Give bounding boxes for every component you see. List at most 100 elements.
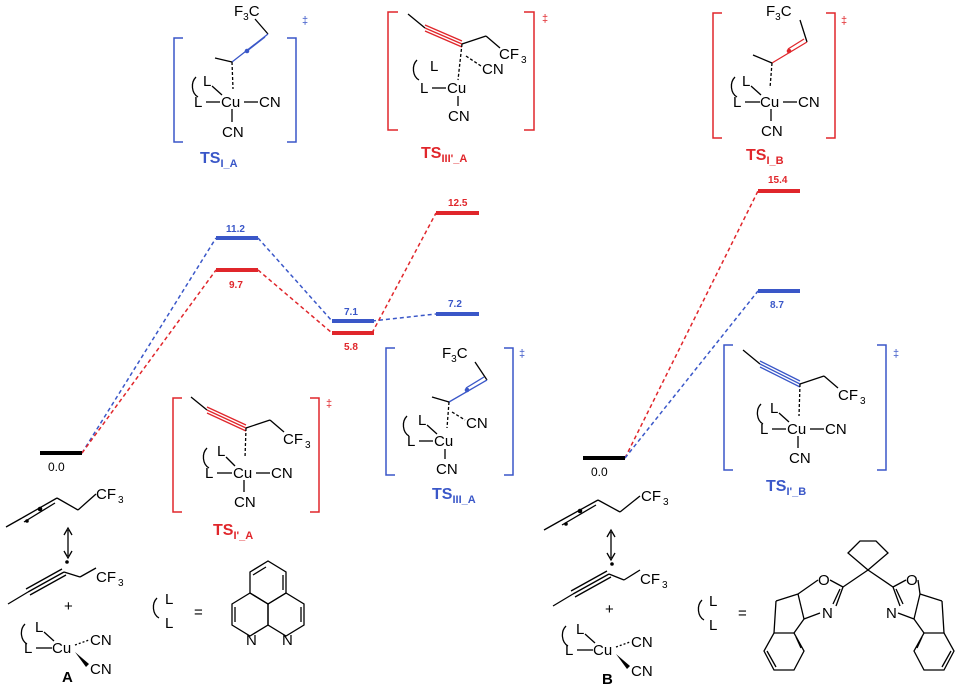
label-ts-ib: TSI_B bbox=[746, 147, 784, 167]
svg-text:L: L bbox=[770, 400, 778, 417]
svg-text:L: L bbox=[205, 465, 213, 482]
svg-text:L: L bbox=[165, 615, 173, 632]
svg-text:F3C: F3C bbox=[766, 3, 792, 23]
svg-text:L: L bbox=[194, 94, 202, 111]
energy-int-red: 5.8 bbox=[344, 342, 358, 353]
svg-text:L: L bbox=[742, 73, 750, 90]
svg-text:L: L bbox=[407, 433, 415, 450]
svg-text:CN: CN bbox=[761, 123, 783, 140]
bracket-right bbox=[287, 37, 297, 143]
svg-text:+: + bbox=[64, 598, 73, 615]
svg-text:N: N bbox=[282, 632, 293, 649]
connector-right-blue bbox=[371, 313, 437, 322]
svg-text:3: 3 bbox=[118, 495, 124, 506]
svg-text:L: L bbox=[733, 94, 741, 111]
energy-int-blue: 7.1 bbox=[344, 307, 358, 318]
svg-text:Cu: Cu bbox=[434, 433, 453, 450]
svg-text:=: = bbox=[738, 605, 747, 622]
bracket-left bbox=[173, 37, 183, 143]
svg-text:Cu: Cu bbox=[233, 465, 252, 482]
svg-text:N: N bbox=[822, 605, 833, 622]
svg-text:L: L bbox=[709, 617, 717, 634]
svg-text:L: L bbox=[203, 73, 211, 90]
ts-iiipa-structure: ‡ CF 3 CN L L Cu CN TSIII'_A bbox=[387, 11, 548, 165]
ts-ipa-structure: ‡ CF 3 L L Cu CN CN TSI'_A bbox=[172, 396, 332, 542]
energy-ts-iiia: 7.2 bbox=[448, 299, 462, 310]
svg-text:‡: ‡ bbox=[841, 15, 847, 27]
svg-text:3: 3 bbox=[860, 396, 866, 407]
svg-text:=: = bbox=[194, 604, 203, 621]
svg-text:Cu: Cu bbox=[52, 640, 71, 657]
energy-values: 0.0 11.2 9.7 7.1 5.8 12.5 7.2 0.0 15.4 8… bbox=[48, 175, 788, 479]
svg-text:CF: CF bbox=[283, 431, 303, 448]
svg-text:N: N bbox=[246, 632, 257, 649]
svg-text:CN: CN bbox=[222, 124, 244, 141]
svg-text:3: 3 bbox=[663, 497, 669, 508]
svg-text:L: L bbox=[420, 80, 428, 97]
svg-text:L: L bbox=[709, 593, 717, 610]
svg-text:CN: CN bbox=[631, 663, 653, 680]
svg-text:Cu: Cu bbox=[760, 94, 779, 111]
ligand-box: L L = O N O N bbox=[697, 540, 955, 671]
svg-text:Cu: Cu bbox=[787, 421, 806, 438]
svg-text:‡: ‡ bbox=[542, 13, 548, 25]
svg-text:3: 3 bbox=[521, 55, 527, 66]
svg-text:N: N bbox=[886, 605, 897, 622]
svg-text:L: L bbox=[165, 591, 173, 608]
connector-left-red bbox=[81, 269, 217, 454]
svg-text:+: + bbox=[605, 601, 614, 618]
connector-b-red bbox=[624, 190, 759, 459]
svg-text:CN: CN bbox=[234, 494, 256, 511]
svg-text:CF: CF bbox=[96, 569, 116, 586]
svg-text:‡: ‡ bbox=[519, 348, 525, 360]
svg-text:CF: CF bbox=[96, 486, 116, 503]
svg-text:L: L bbox=[418, 412, 426, 429]
svg-text:Cu: Cu bbox=[593, 642, 612, 659]
svg-text:L: L bbox=[760, 421, 768, 438]
reactants-a: CF 3 CF 3 + L L Cu CN CN A bbox=[5, 486, 124, 686]
ligand-phen: L L = N N bbox=[152, 560, 305, 649]
energy-left-start: 0.0 bbox=[48, 460, 65, 474]
svg-text:L: L bbox=[24, 640, 32, 657]
svg-text:CF: CF bbox=[640, 571, 660, 588]
energy-ts-ia: 11.2 bbox=[226, 224, 245, 235]
svg-text:L: L bbox=[217, 443, 225, 460]
energy-ts-ipb: 8.7 bbox=[770, 300, 784, 311]
svg-text:O: O bbox=[906, 572, 918, 589]
connector-b-blue bbox=[624, 290, 759, 459]
svg-text:‡: ‡ bbox=[326, 398, 332, 410]
ts-ib-structure: ‡ F3C L L Cu CN CN TSI_B bbox=[712, 3, 847, 167]
svg-text:CN: CN bbox=[825, 421, 847, 438]
label-complex-b: B bbox=[602, 671, 613, 688]
svg-text:Cu: Cu bbox=[447, 80, 466, 97]
label-ts-iiia: TSIII_A bbox=[432, 486, 476, 506]
svg-text:Cu: Cu bbox=[221, 94, 240, 111]
svg-text:CN: CN bbox=[631, 634, 653, 651]
energy-right-start: 0.0 bbox=[591, 465, 608, 479]
label-ts-ipb: TSI'_B bbox=[766, 478, 806, 498]
levels bbox=[40, 189, 800, 460]
label-complex-a: A bbox=[62, 669, 73, 686]
connector-mid-blue bbox=[257, 237, 333, 322]
connector-left-blue bbox=[81, 237, 217, 454]
energy-ts-ipa: 9.7 bbox=[229, 280, 243, 291]
dagger: ‡ bbox=[302, 15, 308, 27]
label-ts-ia: TSI_A bbox=[200, 150, 238, 170]
connectors bbox=[81, 190, 759, 459]
svg-text:CF: CF bbox=[499, 46, 519, 63]
ts-iiia-structure: ‡ F3C CN L L Cu CN TSIII_A bbox=[385, 345, 525, 506]
energy-ts-iiipa: 12.5 bbox=[448, 198, 468, 209]
svg-text:CN: CN bbox=[436, 461, 458, 478]
svg-text:L: L bbox=[35, 619, 43, 636]
svg-text:F3C: F3C bbox=[442, 345, 468, 365]
svg-text:CN: CN bbox=[789, 450, 811, 467]
connector-right-red bbox=[371, 212, 437, 334]
label-ts-ipa: TSI'_A bbox=[213, 522, 253, 542]
svg-text:L: L bbox=[430, 58, 438, 75]
svg-text:CN: CN bbox=[259, 94, 281, 111]
svg-text:‡: ‡ bbox=[893, 348, 899, 360]
connector-mid-red bbox=[257, 269, 333, 334]
f3c-text: F3C bbox=[234, 3, 260, 23]
svg-text:CF: CF bbox=[641, 488, 661, 505]
